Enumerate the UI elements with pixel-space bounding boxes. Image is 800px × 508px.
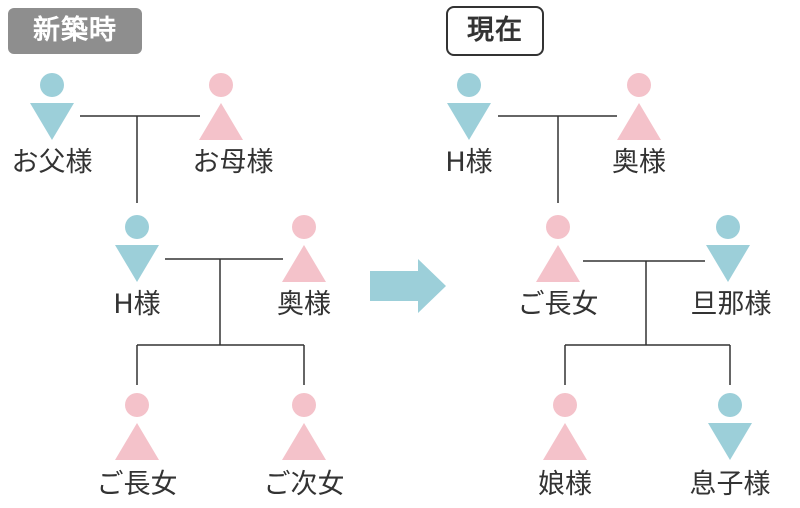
label-after-h: H様 [445, 147, 493, 178]
person-icon-before-h [115, 215, 159, 282]
person-icon-after-eldest-daughter [536, 215, 580, 282]
person-icon-before-eldest-daughter [115, 393, 159, 460]
label-before-wife: 奥様 [277, 289, 331, 320]
person-icon-before-wife [282, 215, 326, 282]
after-tree-lines [498, 115, 731, 385]
label-before-eldest-daughter: ご長女 [96, 469, 178, 500]
label-before-mother: お母様 [192, 147, 274, 178]
right-arrow-icon [370, 259, 446, 313]
before-section-label: 新築時 [8, 8, 142, 54]
label-after-granddaughter: 娘様 [538, 469, 592, 500]
person-icon-before-second-daughter [282, 393, 326, 460]
person-icon-after-son-in-law [706, 215, 750, 282]
person-icon-after-h [447, 73, 491, 140]
label-before-father: お父様 [11, 147, 93, 178]
label-after-grandson: 息子様 [689, 469, 771, 500]
person-icon-before-mother [199, 73, 243, 140]
before-tree-lines [80, 115, 305, 385]
label-after-son-in-law: 旦那様 [690, 289, 772, 320]
label-before-second-daughter: ご次女 [263, 469, 345, 500]
label-after-wife: 奥様 [612, 147, 666, 178]
after-section-label: 現在 [446, 6, 544, 56]
person-icon-after-granddaughter [543, 393, 587, 460]
person-icon-before-father [30, 73, 74, 140]
person-icon-after-wife [617, 73, 661, 140]
label-before-h: H様 [113, 289, 161, 320]
label-after-eldest-daughter: ご長女 [517, 289, 599, 320]
person-icon-after-grandson [708, 393, 752, 460]
